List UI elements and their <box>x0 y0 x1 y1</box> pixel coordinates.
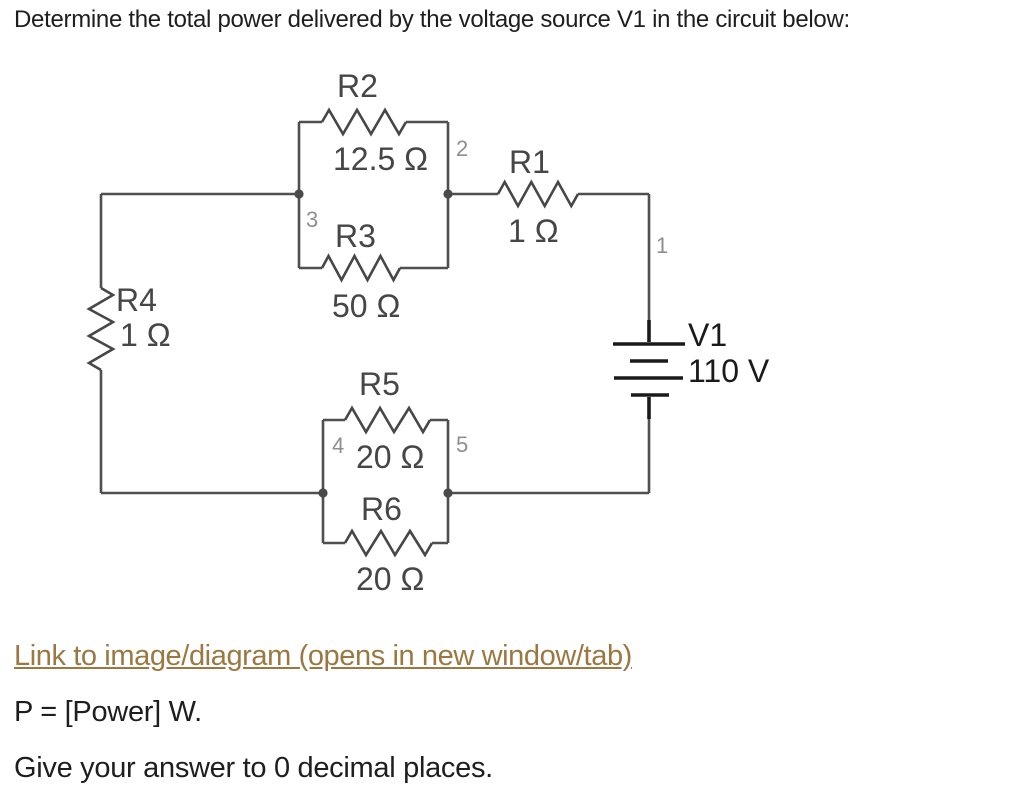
circuit-wires <box>99 120 651 545</box>
node-dot-2 <box>443 189 453 199</box>
resistor-r4-symbol <box>86 286 116 372</box>
node-dots <box>294 189 453 498</box>
node-label-5: 5 <box>456 432 468 457</box>
node-dot-4 <box>318 488 328 498</box>
battery-v1-symbol <box>613 320 685 419</box>
label-r5-name: R5 <box>359 366 400 402</box>
answer-format-text: P = [Power] W. <box>14 696 202 728</box>
resistor-r5-symbol <box>343 405 432 435</box>
resistor-r3-symbol <box>320 253 402 283</box>
resistor-r1-symbol <box>496 179 580 209</box>
resistor-symbols <box>86 107 580 558</box>
label-r6-value: 20 Ω <box>356 561 424 597</box>
circuit-diagram: R2 12.5 Ω R1 1 Ω R3 50 Ω R4 1 Ω R5 20 Ω … <box>86 68 770 597</box>
node-label-2: 2 <box>456 136 468 161</box>
label-r6-name: R6 <box>361 491 402 527</box>
label-r4-name: R4 <box>116 282 157 318</box>
question-title: Determine the total power delivered by t… <box>14 6 850 33</box>
node-number-labels: 2 3 1 4 5 <box>306 136 668 458</box>
resistor-r6-symbol <box>343 528 434 558</box>
label-r2-value: 12.5 Ω <box>333 141 428 177</box>
node-dot-3 <box>294 189 304 199</box>
label-r4-value: 1 Ω <box>120 317 171 353</box>
resistor-r2-symbol <box>320 107 408 137</box>
node-label-1: 1 <box>656 233 668 258</box>
label-r3-value: 50 Ω <box>332 288 400 324</box>
label-r3-name: R3 <box>335 218 376 254</box>
decimal-places-instruction: Give your answer to 0 decimal places. <box>14 752 493 784</box>
label-r1-name: R1 <box>509 144 550 180</box>
wire-segments <box>99 120 651 545</box>
label-v1-name: V1 <box>688 317 727 353</box>
label-r5-value: 20 Ω <box>356 439 424 475</box>
label-v1-value: 110 V <box>688 353 770 389</box>
label-r2-name: R2 <box>337 68 378 104</box>
diagram-link[interactable]: Link to image/diagram (opens in new wind… <box>14 640 632 672</box>
node-dot-5 <box>443 488 453 498</box>
label-r1-value: 1 Ω <box>508 213 559 249</box>
node-label-3: 3 <box>306 207 318 232</box>
node-label-4: 4 <box>332 433 344 458</box>
component-labels: R2 12.5 Ω R1 1 Ω R3 50 Ω R4 1 Ω R5 20 Ω … <box>116 68 770 597</box>
